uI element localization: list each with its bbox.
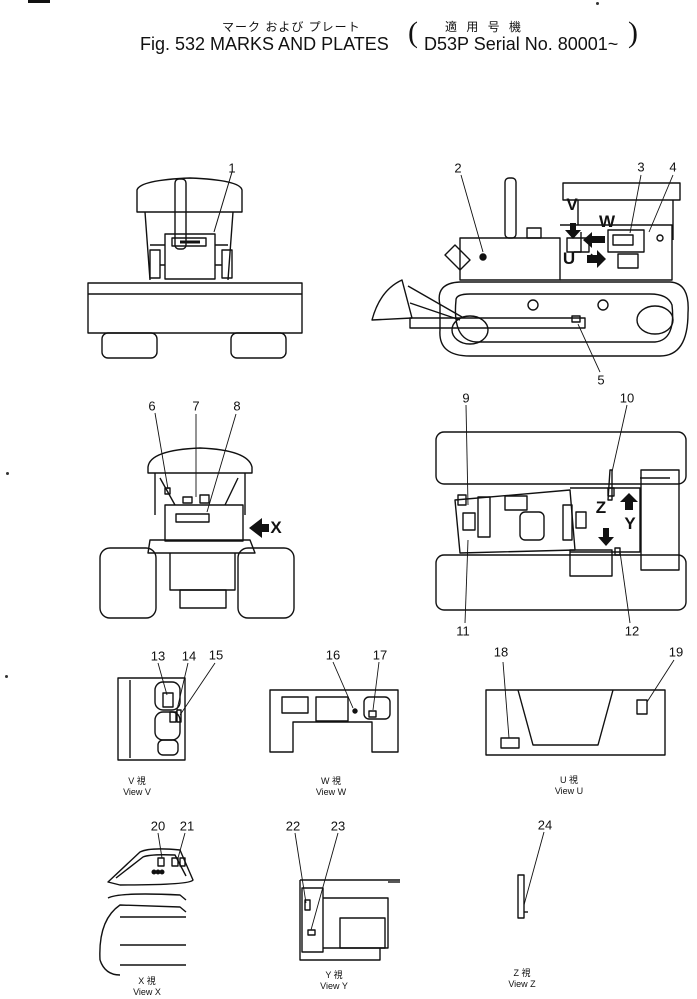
view-w-drawing	[269, 689, 399, 753]
callout-22: 22	[285, 818, 301, 834]
caption-view-y-en: View Y	[320, 981, 348, 991]
callout-11: 11	[456, 623, 470, 639]
caption-view-w-jp: W 視	[321, 776, 341, 786]
caption-view-v-jp: V 視	[128, 776, 146, 786]
callout-13: 13	[150, 648, 166, 664]
caption-view-z: Z 視 View Z	[508, 968, 535, 990]
view-v-drawing	[117, 677, 186, 761]
callout-6: 6	[148, 398, 156, 414]
caption-view-v-en: View V	[123, 787, 151, 797]
x-arrow	[249, 518, 269, 538]
callout-12: 12	[624, 623, 640, 639]
caption-view-x-jp: X 視	[138, 976, 156, 986]
callout-5: 5	[597, 372, 605, 388]
caption-view-y-jp: Y 視	[325, 970, 343, 980]
leader-lines	[154, 174, 675, 931]
callout-19: 19	[668, 644, 684, 660]
view-letter-x: X	[270, 518, 282, 537]
callout-3: 3	[637, 159, 645, 175]
callout-18: 18	[493, 644, 509, 660]
view-y-drawing	[299, 879, 400, 961]
caption-view-v: V 視 View V	[123, 776, 151, 798]
callout-14: 14	[181, 648, 197, 664]
view-arrows-side	[565, 223, 606, 268]
callout-7: 7	[192, 398, 200, 414]
callout-20: 20	[150, 818, 166, 834]
view-letter-y: Y	[624, 514, 636, 533]
callout-15: 15	[208, 647, 224, 663]
right-paren: )	[628, 16, 638, 49]
callout-1: 1	[228, 160, 236, 176]
callout-9: 9	[462, 390, 470, 406]
caption-view-u: U 視 View U	[555, 775, 583, 797]
view-letter-w: W	[598, 212, 616, 231]
caption-view-x: X 視 View X	[133, 976, 161, 998]
callout-23: 23	[330, 818, 346, 834]
serial-applicability: D53P Serial No. 80001~	[424, 34, 619, 54]
view-arrows-top	[598, 493, 638, 546]
front-view-dozer	[87, 171, 303, 359]
caption-view-x-en: View X	[133, 987, 161, 997]
callout-16: 16	[325, 647, 341, 663]
header-jp-applicability: 適 用 号 機	[445, 20, 525, 34]
callout-21: 21	[179, 818, 195, 834]
view-letter-z: Z	[595, 498, 607, 517]
caption-view-w: W 視 View W	[316, 776, 346, 798]
rear-view-dozer	[99, 447, 295, 619]
scan-speck	[5, 675, 8, 678]
caption-view-w-en: View W	[315, 787, 347, 797]
callout-24: 24	[537, 817, 553, 833]
header-jp-title: マーク および プレート	[222, 20, 361, 34]
caption-view-z-jp: Z 視	[513, 968, 531, 978]
view-letter-u: U	[562, 249, 576, 268]
scan-speck	[6, 472, 9, 475]
callout-8: 8	[233, 398, 241, 414]
callout-17: 17	[372, 647, 388, 663]
caption-view-u-en: View U	[554, 786, 584, 796]
scan-speck	[596, 2, 599, 5]
caption-view-u-jp: U 視	[559, 775, 579, 785]
side-view-dozer	[371, 177, 689, 357]
view-u-drawing	[485, 689, 666, 756]
figure-title: Fig. 532 MARKS AND PLATES	[140, 34, 389, 54]
left-paren: (	[408, 16, 418, 49]
callout-10: 10	[619, 390, 635, 406]
caption-view-y: Y 視 View Y	[320, 970, 348, 992]
callout-2: 2	[454, 160, 462, 176]
corner-mark	[28, 0, 50, 3]
caption-view-z-en: View Z	[508, 979, 536, 989]
callout-4: 4	[669, 159, 677, 175]
top-view-dozer	[435, 431, 687, 611]
view-x-drawing	[99, 848, 194, 976]
view-z-drawing	[517, 874, 528, 919]
view-letter-v: V	[566, 195, 578, 214]
